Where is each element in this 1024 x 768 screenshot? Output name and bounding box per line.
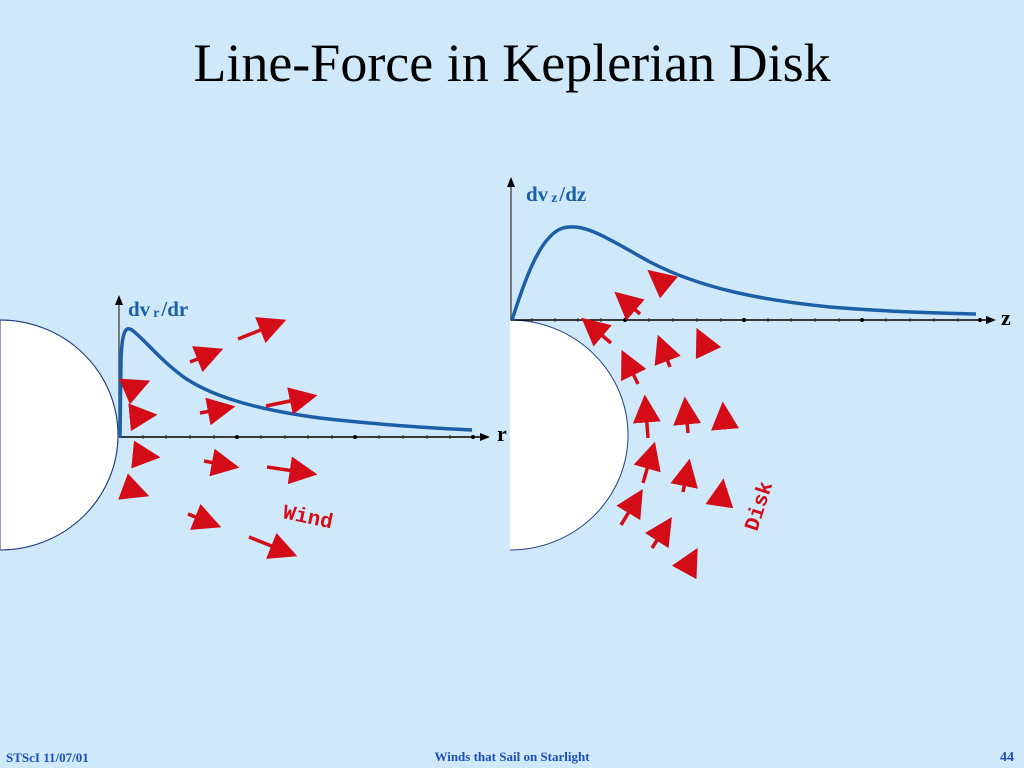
wind-arrows <box>118 317 318 559</box>
right-x-ticks <box>531 318 959 322</box>
footer-talk-title: Winds that Sail on Starlight <box>434 749 590 764</box>
disk-arrow <box>705 478 734 509</box>
disk-arrow <box>616 489 643 526</box>
right-x-major-tick <box>623 318 627 322</box>
wind-arrow <box>203 448 240 477</box>
left-force-curve <box>118 327 473 438</box>
left-star-cap <box>0 319 119 551</box>
disk-arrow <box>647 269 678 299</box>
wind-arrow <box>265 387 318 415</box>
disk-arrow <box>632 394 661 439</box>
wind-arrow <box>266 456 318 485</box>
disk-arrow <box>711 401 739 431</box>
disk-arrow <box>633 441 661 484</box>
wind-arrow <box>189 346 224 373</box>
disk-arrow <box>695 327 722 360</box>
left-x-major-tick <box>353 435 357 439</box>
left-star <box>0 319 119 551</box>
right-x-major-tick <box>860 318 864 322</box>
footer-venue-date: STScI 11/07/01 <box>6 750 89 765</box>
disk-arrow <box>671 547 698 580</box>
disk-arrow <box>644 517 672 549</box>
disk-arrows <box>581 269 739 580</box>
wind-arrow <box>128 403 158 432</box>
disk-arrow <box>673 396 702 434</box>
left-x-major-tick <box>235 435 239 439</box>
right-x-major-tick <box>742 318 746 322</box>
disk-arrow <box>581 317 613 347</box>
left-x-major-tick <box>471 435 475 439</box>
right-star <box>510 320 628 550</box>
right-star-edge <box>509 319 629 551</box>
wind-arrow <box>118 378 151 405</box>
left-x-ticks <box>142 435 451 439</box>
wind-arrow <box>199 397 236 426</box>
left-x-label: r <box>497 421 507 446</box>
wind-arrow <box>131 440 161 469</box>
wind-label: Wind <box>281 502 335 535</box>
disk-arrow <box>654 334 681 368</box>
page-number: 44 <box>1000 750 1014 765</box>
right-x-major-tick <box>978 318 982 322</box>
right-x-label: z <box>1001 305 1011 330</box>
slide-title: Line-Force in Keplerian Disk <box>193 33 831 93</box>
wind-arrow <box>187 503 222 530</box>
wind-arrow <box>248 532 298 559</box>
wind-arrow <box>118 473 150 500</box>
right-force-curve <box>510 225 977 321</box>
disk-arrow <box>670 458 698 493</box>
disk-arrow <box>614 291 645 321</box>
disk-label: Disk <box>742 479 779 534</box>
disk-arrow <box>621 349 647 385</box>
wind-arrow <box>237 317 287 344</box>
